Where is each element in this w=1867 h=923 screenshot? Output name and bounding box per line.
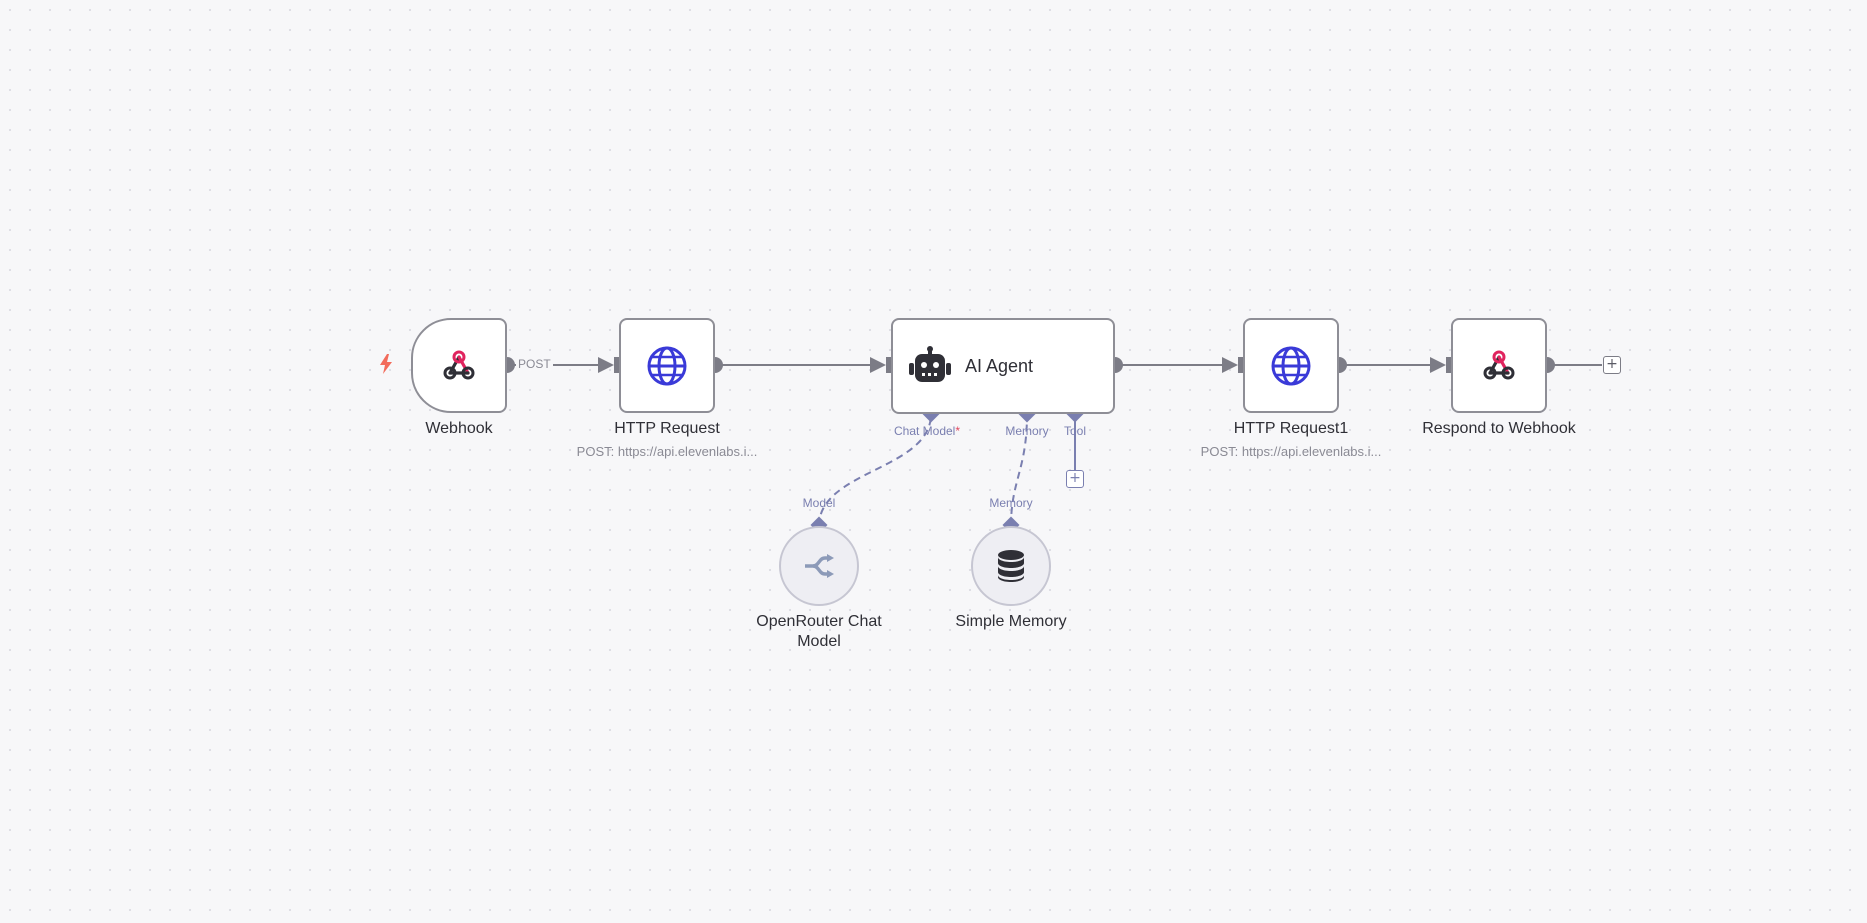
required-marker: * [955, 424, 961, 438]
node-openrouter-chat-model[interactable] [779, 526, 859, 606]
node-http-request1-subtitle: POST: https://api.elevenlabs.i... [1200, 444, 1382, 459]
webhook-icon [440, 349, 478, 383]
tool-port-label: Tool [1063, 424, 1087, 438]
globe-icon [646, 345, 688, 387]
node-ai-agent-label: AI Agent [965, 355, 1034, 376]
add-node-button[interactable]: + [1603, 356, 1621, 374]
node-simple-memory[interactable] [971, 526, 1051, 606]
node-openrouter-label-line1: OpenRouter Chat [756, 613, 882, 630]
edge-model-to-agent [818, 413, 932, 527]
node-http-request1[interactable] [1243, 318, 1339, 413]
node-http-request1-label: HTTP Request1 [1233, 420, 1349, 437]
node-http-request-subtitle: POST: https://api.elevenlabs.i... [576, 444, 758, 459]
database-icon [997, 550, 1025, 582]
node-webhook[interactable] [411, 318, 507, 413]
respond-input-handle [1446, 357, 1453, 373]
node-simple-memory-label: Simple Memory [955, 613, 1067, 630]
webhook-post-edge-label: POST [516, 357, 553, 371]
http1-input-handle [1238, 357, 1245, 373]
node-webhook-label: Webhook [425, 420, 493, 437]
node-ai-agent[interactable]: AI Agent [891, 318, 1115, 414]
edge-memory-to-agent [1010, 413, 1028, 527]
openrouter-port-label: Model [802, 496, 836, 510]
http-input-handle [614, 357, 621, 373]
add-tool-button[interactable]: + [1066, 470, 1084, 488]
lightning-bolt-icon [380, 354, 392, 374]
chat-model-port-label: Chat Model* [893, 424, 961, 438]
simple-memory-port-label: Memory [989, 496, 1033, 510]
node-http-request-label: HTTP Request [614, 420, 720, 437]
webhook-icon [1480, 349, 1518, 383]
globe-icon [1270, 345, 1312, 387]
robot-icon [909, 346, 951, 386]
openrouter-icon [803, 553, 835, 579]
node-openrouter-label-line2: Model [797, 633, 841, 650]
node-respond-to-webhook[interactable] [1451, 318, 1547, 413]
memory-port-label: Memory [1005, 424, 1049, 438]
node-http-request[interactable] [619, 318, 715, 413]
node-respond-label: Respond to Webhook [1422, 420, 1576, 437]
agent-input-handle [886, 357, 893, 373]
